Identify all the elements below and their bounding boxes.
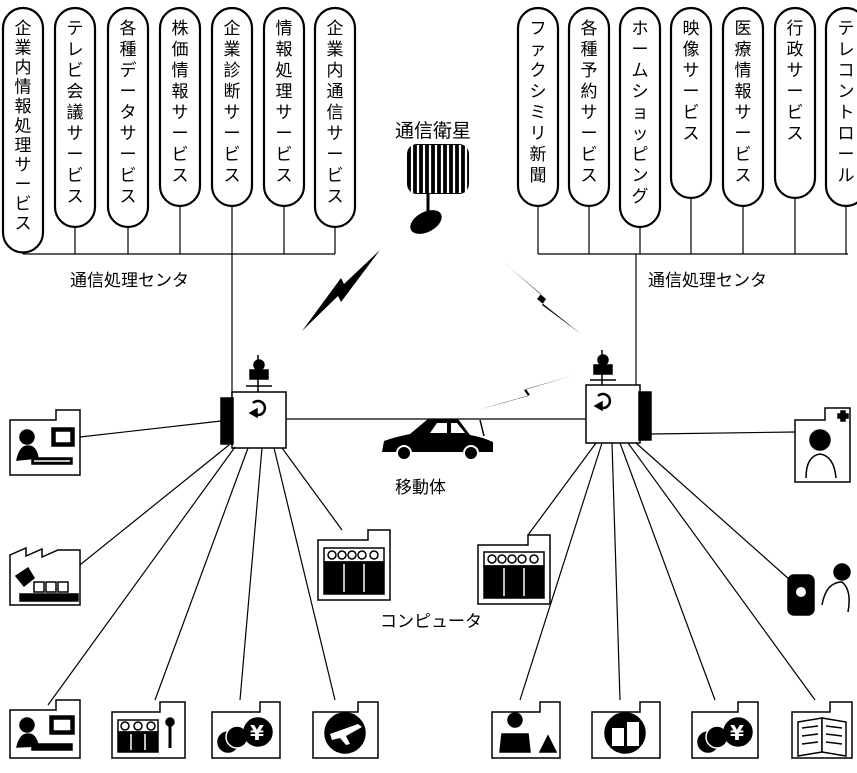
service-label: 企業内情報処理サービス — [15, 19, 32, 234]
radio-link-mobile — [478, 375, 575, 410]
satellite-icon — [407, 144, 469, 234]
service-label: 行政サービス — [787, 19, 804, 144]
link-shopping — [611, 442, 621, 701]
service-label: テレコントロール — [838, 19, 855, 186]
link-airplane — [273, 447, 336, 701]
computer-terminal-icon-bottom — [9, 699, 81, 759]
exchange-left-icon — [220, 355, 287, 449]
radio-link-left — [302, 250, 380, 331]
service-label: テレビ会議サービス — [67, 19, 84, 207]
yen-coins-icon-left: ¥ — [211, 701, 281, 759]
presentation-icon — [491, 701, 561, 759]
computer-rack-icon-right — [477, 534, 551, 605]
link-bottom-terminal — [47, 446, 236, 706]
center-right-label: 通信処理センタ — [648, 271, 767, 291]
radio-link-right — [503, 262, 581, 334]
link-presentation — [519, 442, 603, 701]
mobile-label: 移動体 — [395, 478, 446, 498]
service-capsule: 株価情報サービス — [158, 6, 202, 254]
service-label: 企業内通信サービス — [327, 19, 344, 207]
service-capsule: テレビ会議サービス — [53, 6, 97, 254]
computer-terminal-icon — [9, 409, 81, 476]
computer-rack-icon-bottom — [111, 701, 186, 759]
service-capsule: 企業内情報処理サービス — [1, 6, 45, 254]
link-bottom-computer — [154, 447, 249, 701]
yen-symbol-right: ¥ — [730, 721, 744, 745]
link-right-computer — [527, 442, 597, 536]
service-capsule: ファクシミリ新聞 — [516, 6, 560, 254]
link-factory — [54, 444, 230, 586]
exchange-right-icon — [585, 350, 652, 444]
shopping-bag-icon — [591, 701, 661, 759]
service-label: ホームショッピング — [632, 19, 649, 207]
open-book-icon — [791, 701, 853, 759]
link-book — [627, 442, 816, 701]
service-label: 情報処理サービス — [276, 19, 293, 186]
service-capsule: 情報処理サービス — [262, 6, 306, 254]
medical-person-icon — [794, 407, 851, 483]
airplane-icon — [312, 701, 379, 759]
service-capsule: ホームショッピング — [618, 6, 662, 254]
telephone-icon — [787, 563, 851, 616]
service-label: ファクシミリ新聞 — [530, 19, 547, 186]
computer-rack-icon-left — [317, 529, 391, 601]
service-label: 各種データサービス — [120, 19, 137, 207]
link-right-medical — [650, 431, 796, 435]
service-capsule: 医療情報サービス — [721, 6, 765, 254]
service-label: 各種予約サービス — [581, 19, 598, 186]
computer-label: コンピュータ — [380, 612, 482, 632]
yen-symbol-left: ¥ — [250, 721, 264, 745]
service-label: 医療情報サービス — [735, 19, 752, 186]
center-left-label: 通信処理センタ — [70, 271, 189, 291]
link-left-computer — [281, 447, 343, 531]
factory-icon — [9, 546, 81, 606]
link-left-terminal — [79, 420, 222, 438]
link-yen-left — [239, 447, 263, 701]
yen-coins-icon-right: ¥ — [691, 701, 759, 759]
service-label: 映像サービス — [683, 19, 700, 144]
link-telephone — [635, 442, 791, 581]
service-capsule: 各種データサービス — [106, 6, 150, 254]
service-label: 株価情報サービス — [172, 19, 189, 186]
link-yen-right — [619, 442, 716, 701]
service-capsule: 各種予約サービス — [567, 6, 611, 254]
left-services-group: 企業内情報処理サービス テレビ会議サービス 各種データサービス 株価情報サービス 企業診… — [1, 6, 357, 254]
service-capsule: 企業内通信サービス — [313, 6, 357, 254]
satellite-label: 通信衛星 — [395, 120, 471, 142]
service-label: 企業診断サービス — [224, 19, 241, 186]
service-capsule: 行政サービス — [773, 6, 817, 254]
service-capsule: テレコントロール — [824, 6, 857, 254]
service-capsule: 企業診断サービス — [210, 6, 254, 254]
service-capsule: 映像サービス — [669, 6, 713, 254]
right-services-group: ファクシミリ新聞 各種予約サービス ホームショッピング 映像サービス 医療情報サービス 行… — [516, 6, 857, 254]
car-icon — [382, 419, 493, 461]
